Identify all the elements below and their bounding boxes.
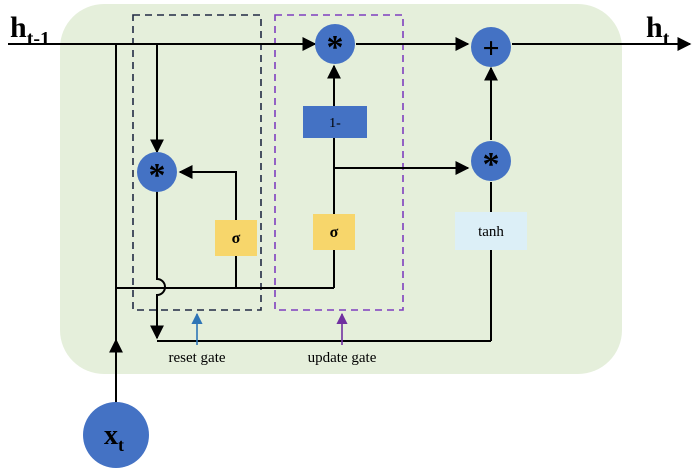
reset-sigma-label: σ [232,230,241,247]
h-out-sub: t [663,28,670,50]
h-prev-label: ht-1 [10,11,50,50]
update-gate-box [274,14,404,311]
candidate-multiply-symbol: * [483,146,500,183]
x-input-main: x [104,420,118,451]
candidate-multiply-node [471,141,511,181]
cell-background [60,4,622,374]
add-symbol: + [482,32,499,65]
x-input-sub: t [118,435,124,455]
h-out-main: h [646,11,663,44]
reset-sigma-to-mult [178,165,237,220]
reset-gate-label: reset gate [168,350,225,366]
reset-sigma-box [215,220,257,256]
update-multiply-symbol: * [327,29,344,66]
x-input-label: xt [104,420,124,455]
h-prev-sub: t-1 [27,28,50,50]
update-gate-label: update gate [308,350,377,366]
connection-lines [8,37,692,410]
update-sigma-label: σ [330,224,339,241]
update-multiply-node [315,24,355,64]
one-minus-label: 1- [329,116,341,131]
reset-multiply-node [137,152,177,192]
add-node [471,27,511,67]
reset-gate-box [132,14,262,311]
reset-multiply-symbol: * [149,157,166,194]
one-minus-box [303,106,367,138]
update-sigma-box [313,214,355,250]
x-input-node [83,402,149,468]
tanh-box [455,212,527,250]
h-prev-main: h [10,11,27,44]
h-out-label: ht [646,11,670,50]
tanh-label: tanh [478,224,504,240]
